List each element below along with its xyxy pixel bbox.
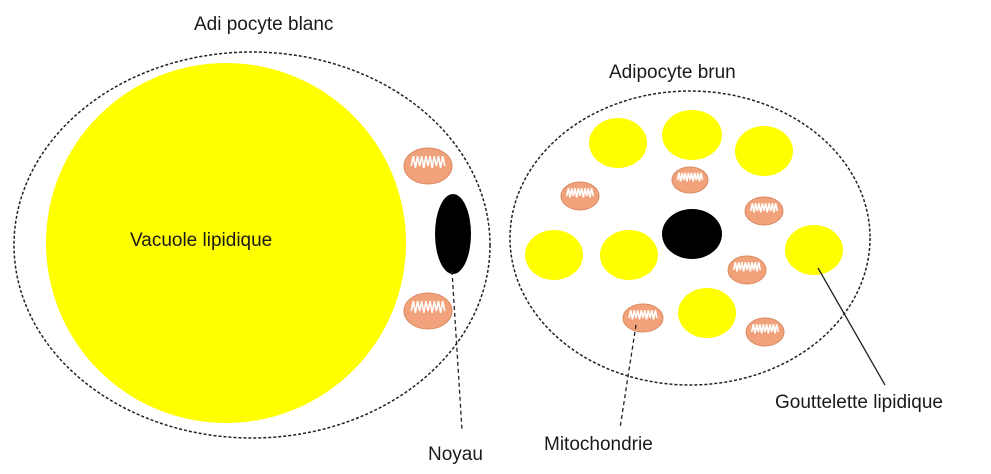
- lipid-droplet: [589, 118, 647, 168]
- lipid-droplet: [525, 230, 583, 280]
- mitochondria-label: Mitochondrie: [544, 435, 653, 454]
- droplet-label: Gouttelette lipidique: [775, 393, 943, 412]
- nucleus: [662, 209, 722, 259]
- brown-adipocyte: [510, 91, 885, 428]
- lipid-droplet: [785, 225, 843, 275]
- lipid-droplet: [600, 230, 658, 280]
- brown-adipocyte-title: Adipocyte brun: [609, 63, 736, 82]
- lipid-droplet: [735, 126, 793, 176]
- lipid-droplet: [662, 110, 722, 160]
- vacuole-label: Vacuole lipidique: [130, 231, 272, 250]
- nucleus-label: Noyau: [428, 445, 483, 464]
- lipid-droplet: [678, 288, 736, 338]
- nucleus: [435, 194, 471, 274]
- white-adipocyte-title: Adi pocyte blanc: [194, 15, 333, 34]
